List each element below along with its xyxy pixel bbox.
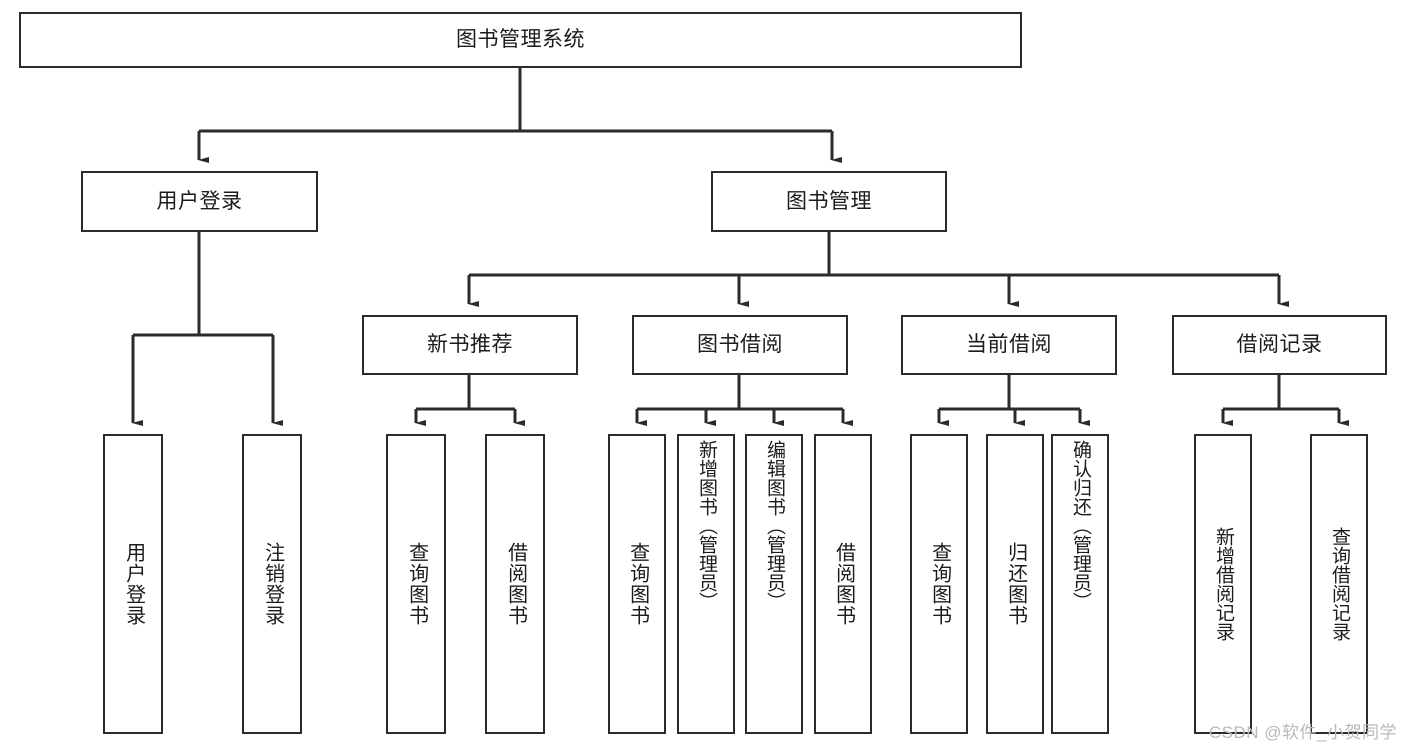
node-leaf-borrow-book-rec-label: 借阅图书 [504, 542, 527, 626]
node-leaf-query-borrow-record[interactable]: 查询借阅记录 [1310, 434, 1368, 734]
node-book-manage[interactable]: 图书管理 [711, 171, 947, 232]
node-leaf-query-borrow-record-label: 查询借阅记录 [1329, 527, 1351, 641]
node-leaf-user-login-label: 用户登录 [122, 542, 145, 626]
node-current-borrow-label: 当前借阅 [966, 333, 1052, 357]
node-new-book-rec-label: 新书推荐 [427, 333, 513, 357]
node-leaf-add-borrow-record-label: 新增借阅记录 [1213, 527, 1235, 641]
node-leaf-borrow-book-label: 借阅图书 [832, 542, 855, 626]
node-leaf-user-login[interactable]: 用户登录 [103, 434, 163, 734]
node-book-manage-label: 图书管理 [786, 189, 872, 213]
node-leaf-return-book[interactable]: 归还图书 [986, 434, 1044, 734]
node-book-borrow-label: 图书借阅 [697, 333, 783, 357]
node-leaf-query-book-borrow-label: 查询图书 [626, 542, 649, 626]
node-leaf-borrow-book[interactable]: 借阅图书 [814, 434, 872, 734]
node-leaf-query-book-rec-label: 查询图书 [405, 542, 428, 626]
node-leaf-add-borrow-record[interactable]: 新增借阅记录 [1194, 434, 1252, 734]
node-current-borrow[interactable]: 当前借阅 [901, 315, 1117, 375]
node-user-login-label: 用户登录 [156, 189, 243, 213]
node-root-label: 图书管理系统 [456, 28, 585, 52]
node-borrow-record[interactable]: 借阅记录 [1172, 315, 1387, 375]
node-book-borrow[interactable]: 图书借阅 [632, 315, 848, 375]
node-leaf-query-book-current[interactable]: 查询图书 [910, 434, 968, 734]
node-new-book-rec[interactable]: 新书推荐 [362, 315, 578, 375]
node-leaf-confirm-return-admin[interactable]: 确认归还（管理员） [1051, 434, 1109, 734]
node-leaf-logout-label: 注销登录 [261, 542, 284, 626]
node-borrow-record-label: 借阅记录 [1236, 333, 1323, 357]
node-leaf-return-book-label: 归还图书 [1004, 542, 1027, 626]
node-leaf-edit-book-admin-label: 编辑图书（管理员） [764, 440, 786, 611]
node-leaf-confirm-return-admin-label: 确认归还（管理员） [1070, 440, 1092, 611]
watermark-text: CSDN @软件_小贺同学 [1208, 723, 1397, 742]
node-leaf-query-book-borrow[interactable]: 查询图书 [608, 434, 666, 734]
node-leaf-query-book-rec[interactable]: 查询图书 [386, 434, 446, 734]
node-user-login[interactable]: 用户登录 [81, 171, 318, 232]
node-leaf-borrow-book-rec[interactable]: 借阅图书 [485, 434, 545, 734]
node-leaf-add-book-admin-label: 新增图书（管理员） [696, 440, 718, 611]
node-leaf-logout[interactable]: 注销登录 [242, 434, 302, 734]
node-leaf-add-book-admin[interactable]: 新增图书（管理员） [677, 434, 735, 734]
node-leaf-edit-book-admin[interactable]: 编辑图书（管理员） [745, 434, 803, 734]
node-root[interactable]: 图书管理系统 [19, 12, 1022, 68]
node-leaf-query-book-current-label: 查询图书 [928, 542, 951, 626]
